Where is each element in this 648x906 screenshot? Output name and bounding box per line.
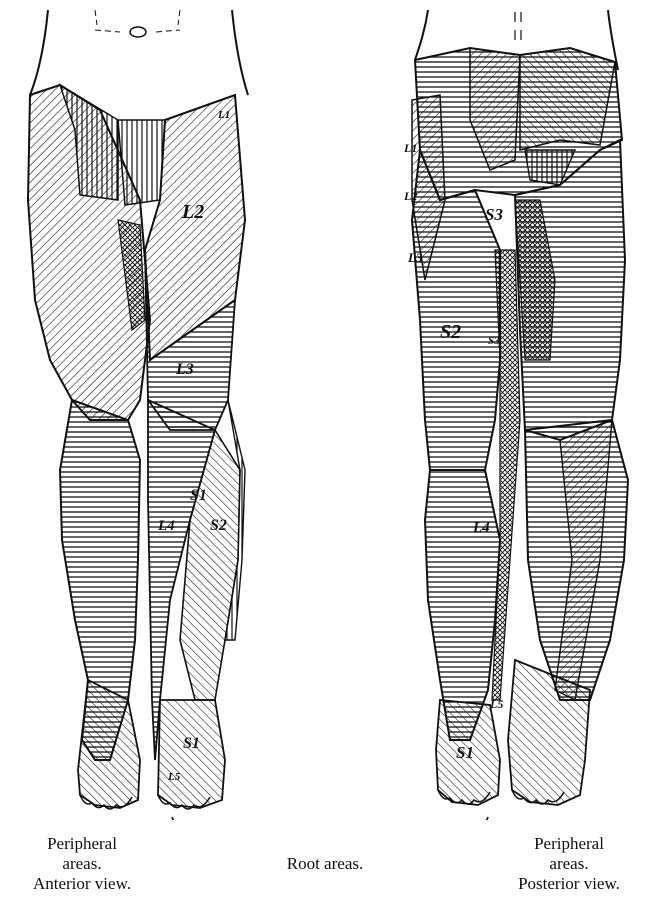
posterior-label-l1: L1 bbox=[403, 141, 417, 155]
anterior-label-s1-foot: S1 bbox=[183, 735, 200, 752]
anterior-label-l1: L1 bbox=[217, 109, 230, 121]
anterior-navel-icon bbox=[130, 27, 146, 37]
dermatome-figure: L1 L2 L3 L4 S1 S2 S1 L5 L1 L2 L3 bbox=[0, 0, 648, 820]
anterior-label-l2: L2 bbox=[181, 201, 204, 223]
anterior-label-l4: L4 bbox=[157, 518, 175, 534]
posterior-view: L1 L2 L3 S3 S2 L4 L5 S1 S3 bbox=[403, 10, 628, 805]
caption-root-areas-text: Root areas. bbox=[230, 854, 420, 874]
anterior-label-s2: S2 bbox=[210, 517, 227, 534]
posterior-label-l5: L5 bbox=[489, 697, 503, 711]
posterior-label-l3: L3 bbox=[407, 250, 423, 265]
anterior-label-s1-upper: S1 bbox=[190, 487, 207, 504]
caption-root-areas: Root areas. bbox=[230, 854, 420, 874]
posterior-label-s1: S1 bbox=[456, 743, 474, 762]
posterior-label-l4: L4 bbox=[472, 520, 490, 536]
anterior-genital-region bbox=[118, 120, 165, 205]
posterior-label-s3-strip: S3 bbox=[488, 335, 500, 347]
posterior-label-s3: S3 bbox=[485, 205, 503, 224]
anterior-view: L1 L2 L3 L4 S1 S2 S1 L5 bbox=[28, 10, 248, 809]
caption-anterior-line3: Anterior view. bbox=[2, 874, 162, 894]
posterior-label-s2: S2 bbox=[440, 321, 461, 343]
posterior-left-lower-leg bbox=[425, 470, 500, 740]
anterior-label-l5: L5 bbox=[167, 771, 181, 783]
posterior-spine-marks bbox=[515, 12, 521, 40]
anterior-right-foot bbox=[78, 680, 140, 808]
root-areas-brace bbox=[172, 817, 488, 820]
posterior-label-l2: L2 bbox=[403, 189, 417, 203]
posterior-gluteal-right bbox=[520, 48, 615, 150]
anterior-torso-outline bbox=[30, 10, 248, 95]
caption-posterior-line2: areas. bbox=[494, 854, 644, 874]
anterior-left-foot bbox=[158, 700, 225, 808]
caption-anterior-line1: Peripheral bbox=[2, 834, 162, 854]
caption-anterior: Peripheral areas. Anterior view. bbox=[2, 834, 162, 894]
anterior-label-l3: L3 bbox=[175, 361, 194, 378]
caption-anterior-line2: areas. bbox=[2, 854, 162, 874]
anterior-abdomen-lines bbox=[95, 10, 180, 32]
caption-posterior-line1: Peripheral bbox=[494, 834, 644, 854]
caption-posterior: Peripheral areas. Posterior view. bbox=[494, 834, 644, 894]
caption-posterior-line3: Posterior view. bbox=[494, 874, 644, 894]
